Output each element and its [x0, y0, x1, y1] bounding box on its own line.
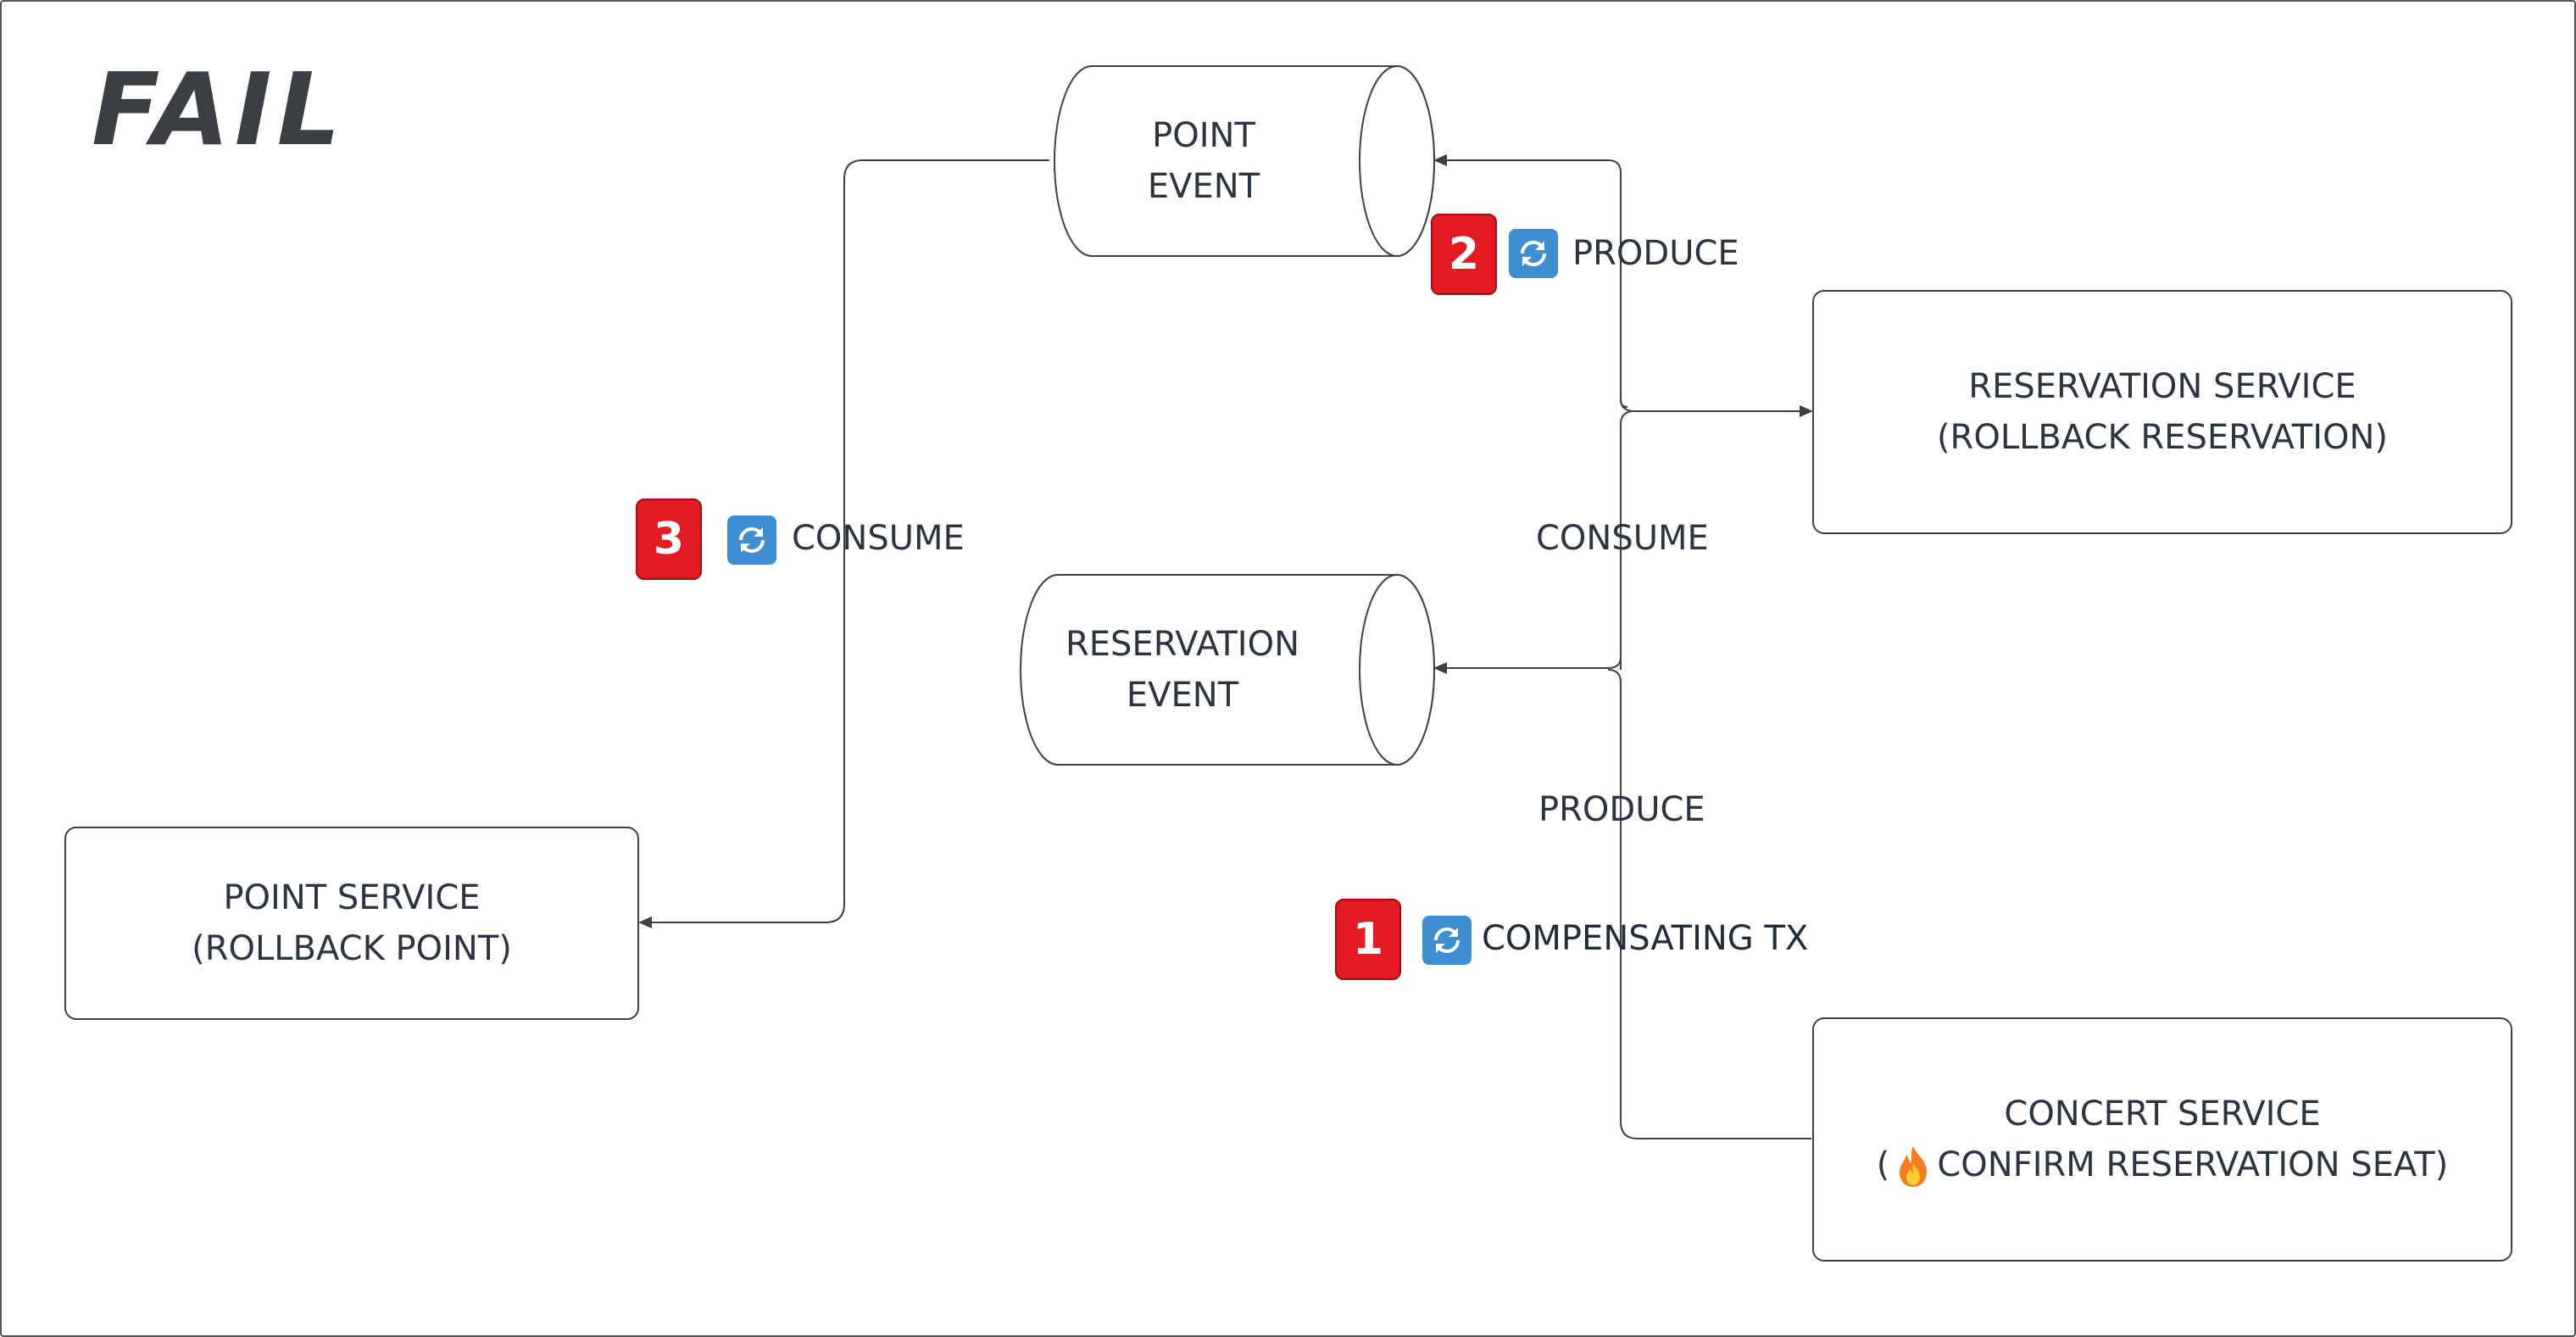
fire-emoji-icon: [1894, 1145, 1932, 1189]
concert-service-line2-text: CONFIRM RESERVATION SEAT): [1937, 1145, 2449, 1184]
point-event-line2: EVENT: [1147, 167, 1260, 206]
consume-label-left: CONSUME: [792, 519, 965, 558]
compensating-tx-label: COMPENSATING TX: [1482, 919, 1809, 958]
point-event-queue-shape: [1054, 65, 1435, 257]
point-event-queue: POINT EVENT: [1085, 110, 1322, 212]
reservation-service-box: RESERVATION SERVICE (ROLLBACK RESERVATIO…: [1812, 290, 2512, 534]
concert-service-box: CONCERT SERVICE ( CONFIRM RESERVATION SEA…: [1812, 1017, 2512, 1262]
edge-concert-service-to-reservation-event: [1607, 669, 1811, 1139]
produce-label-top: PRODUCE: [1572, 234, 1739, 273]
consume-label-mid: CONSUME: [1536, 519, 1709, 558]
point-service-line1: POINT SERVICE: [223, 878, 481, 917]
refresh-arrows-icon: [1509, 229, 1558, 278]
point-event-line1: POINT: [1152, 116, 1255, 155]
reservation-service-line1: RESERVATION SERVICE: [1968, 367, 2356, 406]
edge-point-event-to-point-service: [638, 159, 1049, 928]
reservation-event-line2: EVENT: [1126, 676, 1239, 715]
point-service-line2: (ROLLBACK POINT): [192, 929, 512, 968]
reservation-event-line1: RESERVATION: [1065, 625, 1300, 664]
refresh-arrows-icon: [1422, 916, 1472, 965]
reservation-event-queue: RESERVATION EVENT: [1034, 619, 1331, 721]
concert-service-line2: ( CONFIRM RESERVATION SEAT): [1877, 1139, 2448, 1190]
concert-service-line2-open: (: [1876, 1145, 1890, 1184]
concert-service-line1: CONCERT SERVICE: [2004, 1095, 2321, 1134]
step-3-badge: 3: [636, 499, 702, 580]
diagram-title: FAIL: [92, 51, 346, 168]
edge-reservation-service-to-point-event: [1433, 154, 1628, 408]
produce-label-mid: PRODUCE: [1538, 790, 1705, 829]
step-1-badge: 1: [1335, 899, 1401, 980]
refresh-arrows-icon: [727, 515, 776, 565]
edge-point-event-to-reservation-service: [1620, 398, 1813, 417]
reservation-service-line2: (ROLLBACK RESERVATION): [1936, 418, 2389, 457]
edge-to-reservation-event: [1433, 656, 1622, 674]
edge-reservation-event-to-reservation-service: [1620, 410, 1633, 670]
reservation-event-queue-shape: [1020, 574, 1435, 766]
step-2-badge: 2: [1431, 214, 1497, 295]
point-service-box: POINT SERVICE (ROLLBACK POINT): [64, 827, 639, 1020]
